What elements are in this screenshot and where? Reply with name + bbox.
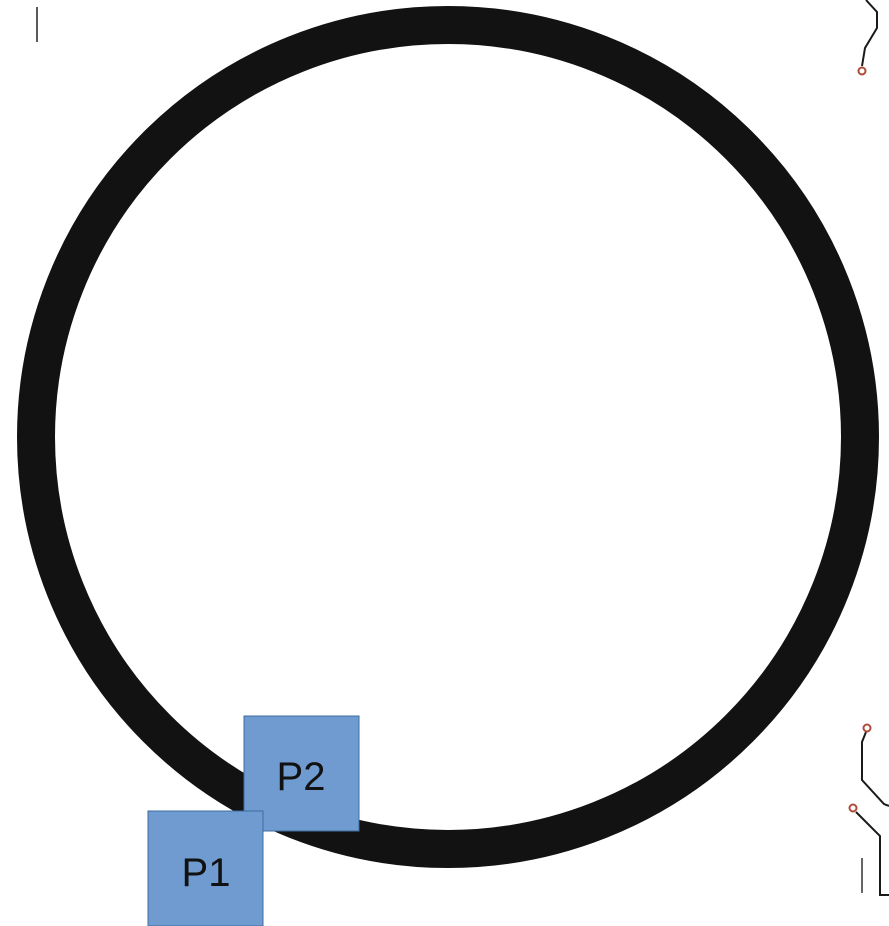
player-p1-box[interactable] bbox=[147, 810, 264, 926]
trace-node bbox=[848, 803, 858, 813]
player-p2-box[interactable] bbox=[243, 715, 360, 832]
circuit-trace-bottom-right bbox=[848, 723, 889, 896]
trace-node bbox=[862, 723, 872, 733]
track-ring bbox=[17, 6, 879, 868]
player-p1[interactable]: P1 bbox=[147, 810, 264, 926]
trace-node bbox=[857, 66, 867, 76]
player-p1-label: P1 bbox=[182, 851, 231, 895]
player-p2[interactable]: P2 bbox=[243, 715, 360, 832]
circuit-trace-top-right bbox=[857, 0, 878, 76]
player-p2-label: P2 bbox=[277, 755, 326, 799]
